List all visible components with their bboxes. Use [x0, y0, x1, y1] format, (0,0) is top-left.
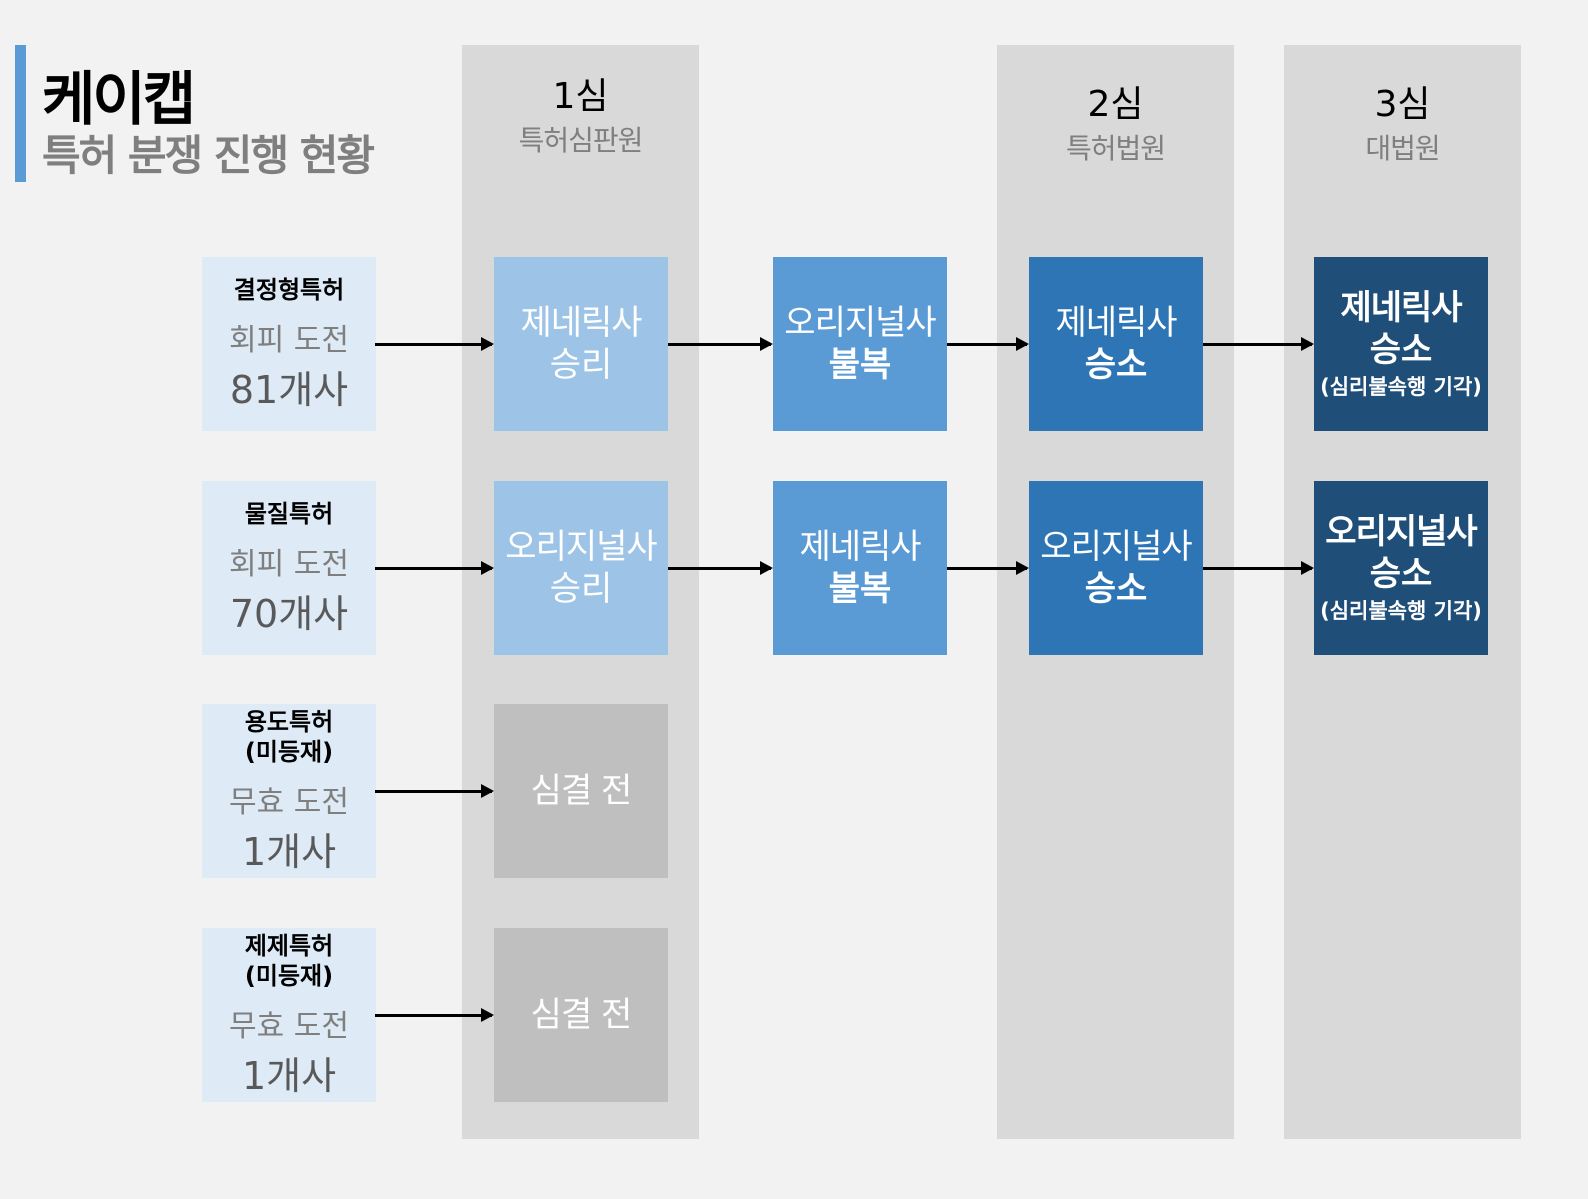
stage-text-l2: 승리	[549, 345, 613, 385]
stage-text-l1: 심결 전	[530, 771, 633, 811]
stage-text-l1: 오리지널사	[1325, 512, 1477, 552]
company-count: 70개사	[229, 591, 349, 636]
column-court: 특허심판원	[518, 124, 644, 157]
stage-text-l2: 승소	[1084, 345, 1148, 385]
flow-arrow	[668, 337, 773, 351]
patent-type: (미등재)	[244, 961, 334, 990]
flow-arrow	[375, 561, 494, 575]
company-count: 81개사	[229, 367, 349, 412]
flow-arrow	[375, 784, 494, 798]
flow-arrow	[947, 337, 1029, 351]
flow-arrow	[1203, 337, 1314, 351]
column-level: 2심	[1087, 84, 1144, 125]
patent-type: 물질특허	[244, 499, 334, 528]
stage-result-box: 심결 전	[494, 928, 668, 1102]
stage-text-l1: 제네릭사	[1340, 288, 1462, 328]
patent-type: (미등재)	[244, 737, 334, 766]
patent-type: 용도특허	[244, 707, 334, 736]
page-subtitle: 특허 분쟁 진행 현황	[42, 131, 375, 180]
column-court: 특허법원	[1065, 132, 1166, 165]
stage-text-note: (심리불속행 기각)	[1320, 375, 1482, 399]
challenge-type: 회피 도전	[229, 322, 349, 358]
column-court: 대법원	[1365, 132, 1440, 165]
stage-text-note: (심리불속행 기각)	[1320, 599, 1482, 623]
stage-text-l2: 불복	[828, 569, 892, 609]
patent-type: 결정형특허	[233, 275, 345, 304]
company-count: 1개사	[241, 829, 337, 874]
flow-arrow	[375, 1008, 494, 1022]
source-patent-box: 용도특허(미등재) 무효 도전 1개사	[202, 704, 376, 878]
flow-arrow	[375, 337, 494, 351]
stage-text-l2: 불복	[828, 345, 892, 385]
stage-text-l1: 제네릭사	[520, 303, 642, 343]
source-patent-box: 제제특허(미등재) 무효 도전 1개사	[202, 928, 376, 1102]
column-level: 1심	[552, 76, 609, 117]
challenge-type: 회피 도전	[229, 546, 349, 582]
stage-text-l2: 승리	[549, 569, 613, 609]
stage-text-l1: 오리지널사	[784, 303, 936, 343]
challenge-type: 무효 도전	[229, 1008, 349, 1044]
company-count: 1개사	[241, 1053, 337, 1098]
stage-text-l2: 승소	[1084, 569, 1148, 609]
challenge-type: 무효 도전	[229, 784, 349, 820]
flow-arrow	[668, 561, 773, 575]
stage-text-l1: 심결 전	[530, 995, 633, 1035]
stage-text-l2: 승소	[1369, 330, 1433, 370]
stage-text-l2: 승소	[1369, 554, 1433, 594]
stage-text-l1: 오리지널사	[505, 527, 657, 567]
patent-type: 제제특허	[244, 931, 334, 960]
flow-arrow	[947, 561, 1029, 575]
stage-text-l1: 오리지널사	[1040, 527, 1192, 567]
stage-text-l1: 제네릭사	[1055, 303, 1177, 343]
stage-result-box: 심결 전	[494, 704, 668, 878]
company-title: 케이캡	[42, 65, 196, 133]
title-accent-bar	[15, 45, 26, 182]
stage-text-l1: 제네릭사	[799, 527, 921, 567]
flow-arrow	[1203, 561, 1314, 575]
column-level: 3심	[1374, 84, 1431, 125]
